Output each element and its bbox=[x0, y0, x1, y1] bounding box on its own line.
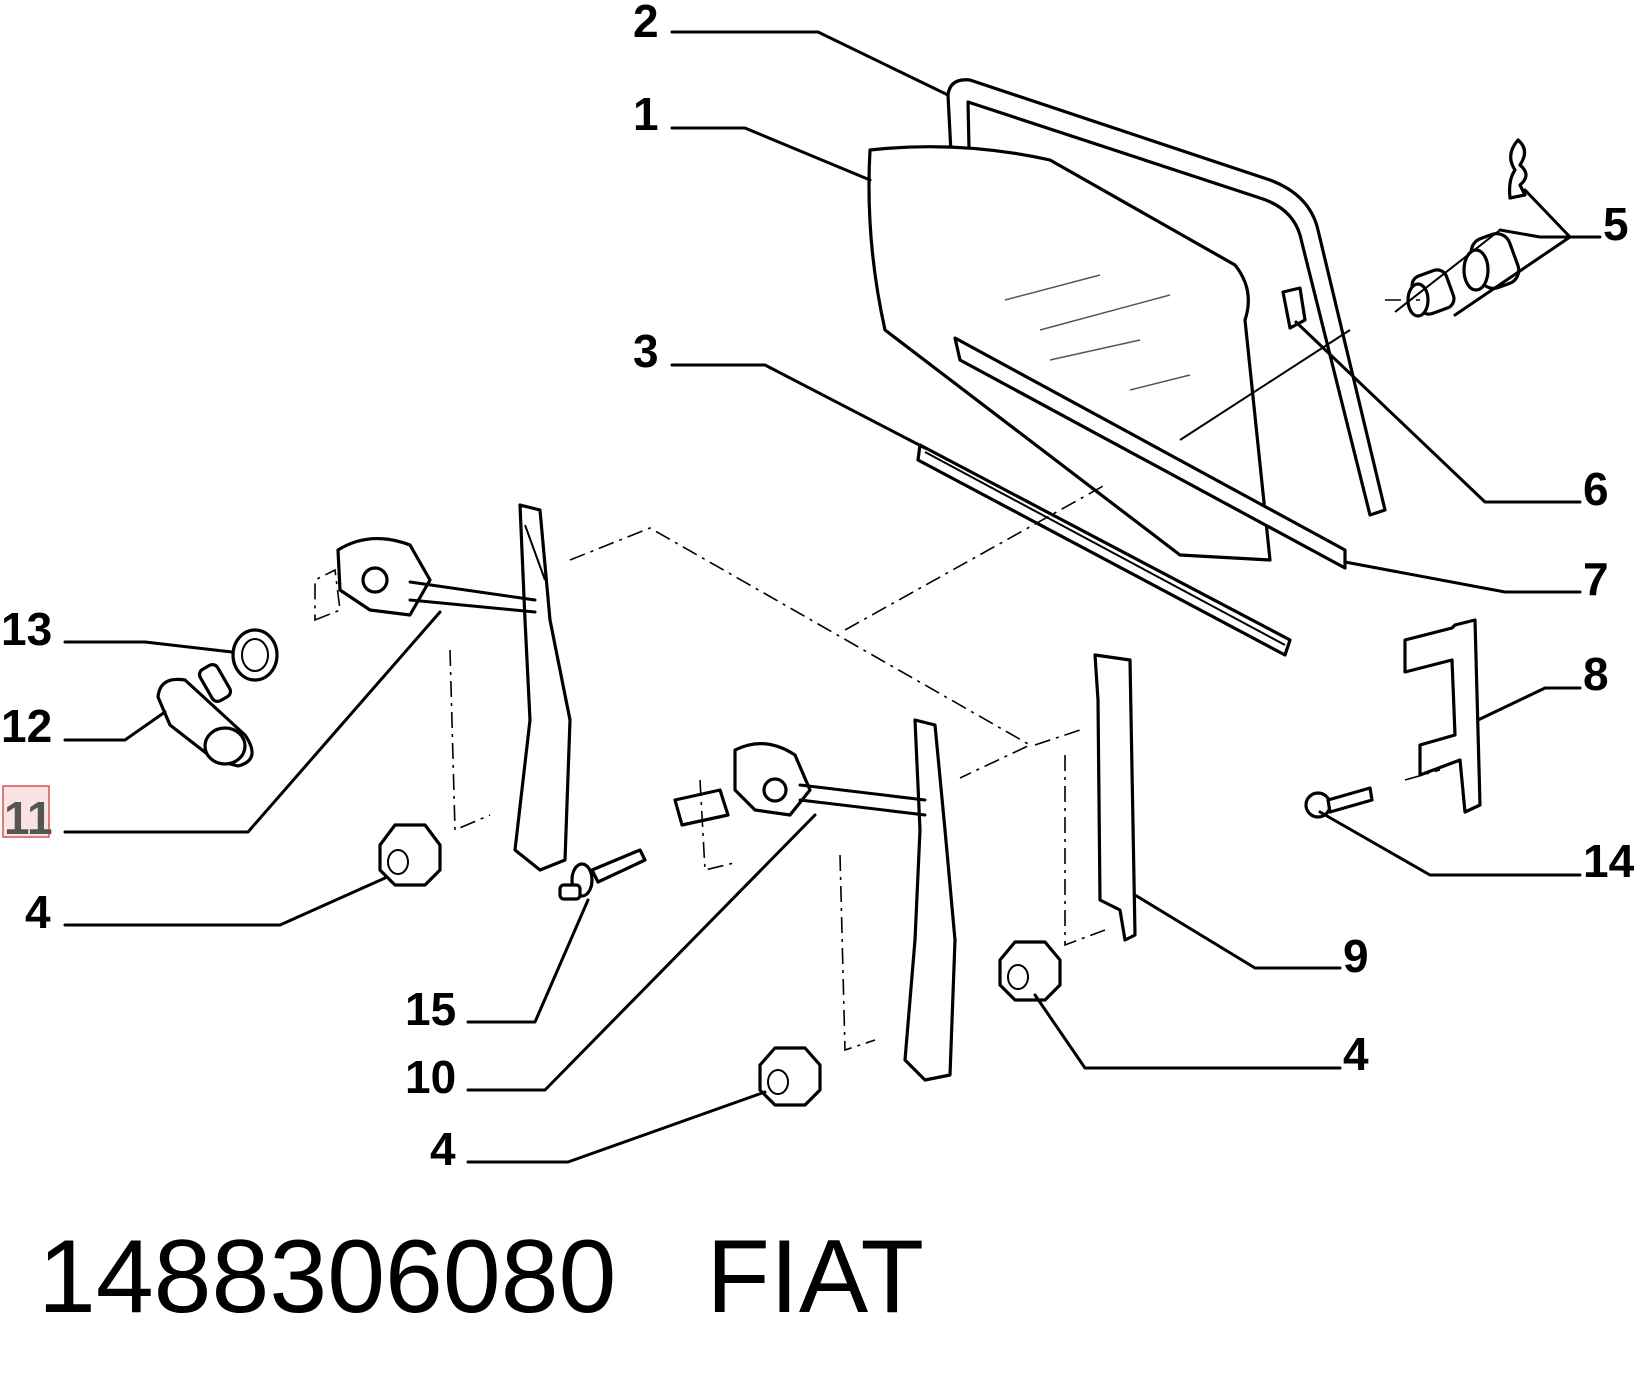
part-14-screw bbox=[1304, 786, 1374, 819]
part-number: 1488306080 bbox=[38, 1219, 617, 1335]
callout-7[interactable]: 7 bbox=[1583, 553, 1609, 605]
part-4-nut-c bbox=[758, 1046, 822, 1107]
part-window-regulator-left bbox=[336, 503, 572, 872]
part-4-nut-b bbox=[998, 940, 1062, 1002]
callout-4-left[interactable]: 4 bbox=[25, 886, 51, 938]
callout-10[interactable]: 10 bbox=[405, 1051, 456, 1103]
part-12-crank-handle bbox=[156, 663, 254, 768]
callout-4-right[interactable]: 4 bbox=[1343, 1028, 1369, 1080]
callout-11-highlight bbox=[2, 785, 50, 838]
part-4-nut-a bbox=[378, 823, 442, 887]
part-window-regulator-right bbox=[673, 718, 957, 1082]
part-13-bushing-ring bbox=[231, 628, 279, 682]
part-8-trim-bracket bbox=[1403, 618, 1482, 814]
assembly-dashed-guides bbox=[314, 299, 1441, 1052]
part-6-clip bbox=[1281, 286, 1307, 330]
callout-5[interactable]: 5 bbox=[1603, 198, 1629, 250]
leader-lines bbox=[63, 30, 1602, 1164]
part-1-window-glass bbox=[867, 145, 1351, 562]
part-15-push-rivet bbox=[558, 848, 647, 901]
callout-1[interactable]: 1 bbox=[633, 88, 659, 140]
callout-6[interactable]: 6 bbox=[1583, 463, 1609, 515]
part-9-guide-rail bbox=[1093, 653, 1137, 942]
callout-labels: 2 1 3 5 6 7 8 14 9 4 13 12 11 4 15 10 4 bbox=[1, 0, 1635, 1175]
callout-9[interactable]: 9 bbox=[1343, 930, 1369, 982]
part-5-fastener-set bbox=[1394, 138, 1528, 318]
part-3-weatherstrip bbox=[916, 443, 1292, 657]
callout-13[interactable]: 13 bbox=[1, 603, 52, 655]
callout-8[interactable]: 8 bbox=[1583, 648, 1609, 700]
callout-11[interactable]: 11 bbox=[4, 792, 53, 844]
callout-14[interactable]: 14 bbox=[1583, 835, 1635, 887]
part-2-window-seal bbox=[946, 78, 1387, 517]
callout-3[interactable]: 3 bbox=[633, 325, 659, 377]
brand-name: FIAT bbox=[706, 1219, 925, 1335]
callout-2[interactable]: 2 bbox=[633, 0, 659, 47]
part-glass-channel bbox=[953, 336, 1347, 570]
callout-4-bottom[interactable]: 4 bbox=[430, 1123, 456, 1175]
callout-15[interactable]: 15 bbox=[405, 983, 456, 1035]
callout-12[interactable]: 12 bbox=[1, 700, 52, 752]
